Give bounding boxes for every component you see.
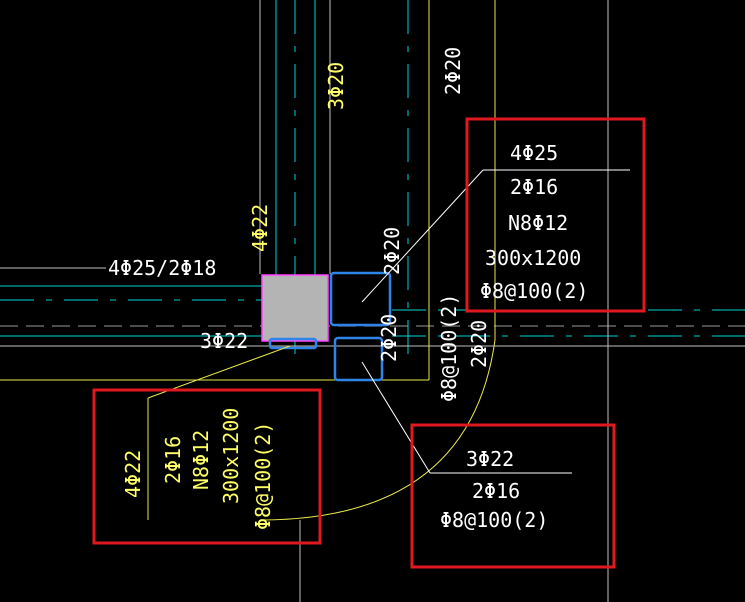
box-tr-line-4: 300x1200	[485, 246, 581, 270]
box-bl-line-2: 2Φ16	[161, 436, 185, 484]
selection-box-lower[interactable]	[333, 336, 384, 382]
box-bl-line-3: N8Φ12	[189, 430, 213, 490]
box-br-line-2: 2Φ16	[472, 479, 520, 503]
label-col-side: 4Φ22	[248, 204, 272, 252]
highlight-box-bottom-right[interactable]: 3Φ22 2Φ16 Φ8@100(2)	[410, 423, 616, 569]
box-bl-line-1: 4Φ22	[121, 450, 145, 498]
box-bl-line-4: 300x1200	[219, 408, 243, 504]
box-br-line-3: Φ8@100(2)	[440, 508, 548, 532]
box-tr-line-5: Φ8@100(2)	[480, 279, 588, 303]
box-br-line-1: 3Φ22	[466, 447, 514, 471]
label-mid-d: 2Φ20	[467, 320, 491, 368]
column-section[interactable]	[261, 274, 329, 342]
selection-box-upper[interactable]	[329, 271, 392, 327]
label-beam-top-vertical: 3Φ20	[324, 62, 348, 110]
highlight-box-bottom-left[interactable]: 4Φ22 2Φ16 N8Φ12 300x1200 Φ8@100(2)	[92, 388, 322, 545]
label-right-vertical: 2Φ20	[441, 47, 465, 95]
label-beam-left: 4Φ25/2Φ18	[108, 256, 216, 280]
label-mid-b: 2Φ20	[377, 314, 401, 362]
label-mid-a: 2Φ20	[380, 227, 404, 275]
box-tr-line-3: N8Φ12	[508, 211, 568, 235]
label-col-bottom: 3Φ22	[200, 329, 248, 353]
highlight-box-top-right[interactable]: 4Φ25 2Φ16 N8Φ12 300x1200 Φ8@100(2)	[465, 117, 646, 313]
box-tr-line-1: 4Φ25	[510, 141, 558, 165]
box-bl-line-5: Φ8@100(2)	[251, 422, 275, 530]
yellow-beam-lines	[0, 0, 496, 521]
selection-box-small[interactable]	[268, 337, 318, 350]
box-tr-line-2: 2Φ16	[510, 175, 558, 199]
axis-lines	[0, 0, 745, 360]
label-mid-c: Φ8@100(2)	[437, 294, 461, 402]
